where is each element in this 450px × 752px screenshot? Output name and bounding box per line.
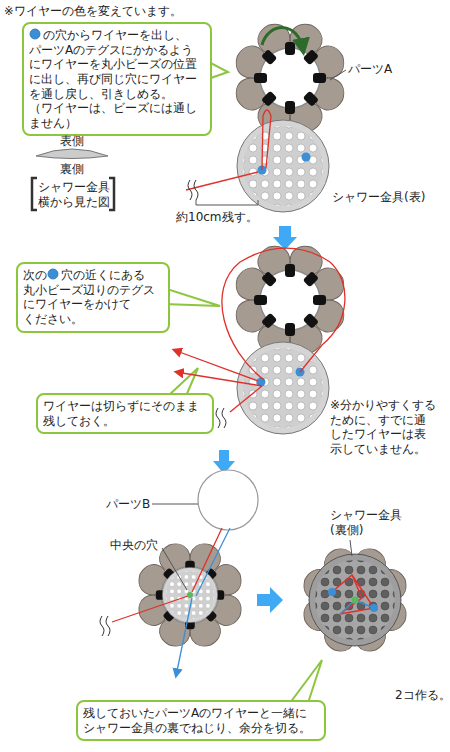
callout-body: ワイヤーは切らずにそのまま 残しておく。 — [43, 399, 207, 428]
wire — [112, 596, 188, 622]
dimension-bracket — [196, 200, 258, 205]
wire — [230, 386, 262, 412]
callout-text: 次の — [23, 268, 47, 282]
part-label: ※分かりやすくする ために、すでに通 したワイヤーは表 示していません。 — [330, 398, 444, 457]
callout-body: 残しておいたパーツAのワイヤーと一緒に シャワー金具の裏でねじり、余分を切る。 — [83, 706, 319, 735]
break-mark — [188, 180, 198, 200]
break-mark — [100, 616, 110, 636]
shower-plate — [162, 567, 217, 622]
blue-dot-symbol — [29, 28, 41, 40]
part-label: 裏側 — [60, 162, 84, 177]
step-arrow — [257, 587, 283, 613]
callout-body: の穴からワイヤーを出し、 パーツAのテグスにかかるよう にワイヤーを丸小ビーズの… — [29, 28, 205, 130]
blue-hole — [370, 604, 378, 612]
callout-box: ワイヤーは切らずにそのまま 残しておく。 — [36, 393, 214, 434]
shower-plate — [237, 342, 329, 434]
break-mark — [216, 408, 226, 428]
part-a-flower — [134, 539, 246, 651]
part-label: ※ワイヤーの色を変えています。 — [4, 4, 182, 18]
side-view-plate — [36, 149, 108, 159]
center-hole — [352, 597, 359, 604]
callout-text: の穴からワイヤーを出し、 パーツAのテグスにかかるよう にワイヤーを丸小ビーズの… — [29, 28, 197, 130]
leader-line — [350, 540, 352, 556]
part-label: 2コ作る。 — [395, 688, 450, 703]
part-b-bead — [198, 470, 258, 530]
leader-line — [162, 548, 187, 590]
callout-text: 残しておいたパーツAのワイヤーと一緒に シャワー金具の裏でねじり、余分を切る。 — [83, 706, 311, 735]
shower-plate-back — [309, 554, 401, 646]
callout-tail — [290, 660, 322, 703]
wire — [174, 350, 258, 381]
callout-box: 残しておいたパーツAのワイヤーと一緒に シャワー金具の裏でねじり、余分を切る。 — [76, 700, 326, 741]
part-label: 約10cm残す。 — [176, 210, 258, 225]
part-a-flower — [231, 19, 349, 137]
callout-text: ワイヤーは切らずにそのまま 残しておく。 — [43, 399, 199, 428]
callout-box: の穴からワイヤーを出し、 パーツAのテグスにかかるよう にワイヤーを丸小ビーズの… — [22, 22, 212, 136]
part-label: 表側 — [60, 134, 84, 149]
leader-line — [152, 504, 198, 505]
curved-arrow — [262, 28, 303, 50]
wire — [196, 528, 230, 596]
part-label: シャワー金具 (裏側) — [330, 508, 410, 537]
wire — [192, 528, 222, 592]
blue-dot-symbol — [47, 268, 59, 280]
part-label: パーツB — [106, 497, 150, 512]
part-a-flower — [299, 544, 411, 656]
blue-dot — [48, 269, 58, 279]
center-hole — [187, 592, 193, 598]
part-label: 中央の穴 — [110, 538, 158, 553]
bracket — [32, 178, 37, 210]
callout-tail — [168, 368, 198, 396]
bracket — [109, 178, 114, 210]
wire — [176, 598, 192, 676]
part-a-flower — [231, 241, 349, 359]
blue-hole — [328, 588, 336, 596]
leader-line — [330, 70, 346, 80]
twisted-wire — [332, 575, 374, 614]
callout-box: 次の穴の近くにある 丸小ビーズ辺りのテグス にワイヤーをかけて ください。 — [16, 262, 170, 333]
blue-hole — [302, 153, 311, 162]
wire — [176, 372, 262, 386]
callout-body: 次の穴の近くにある 丸小ビーズ辺りのテグス にワイヤーをかけて ください。 — [23, 268, 163, 327]
shower-plate — [237, 120, 329, 212]
part-label: シャワー金具(表) — [332, 190, 425, 205]
part-label: パーツA — [348, 62, 392, 77]
blue-dot — [30, 29, 40, 39]
callout-tail — [164, 288, 220, 306]
part-label: シャワー金具 横から見た図 — [35, 180, 112, 209]
wire — [222, 248, 345, 380]
